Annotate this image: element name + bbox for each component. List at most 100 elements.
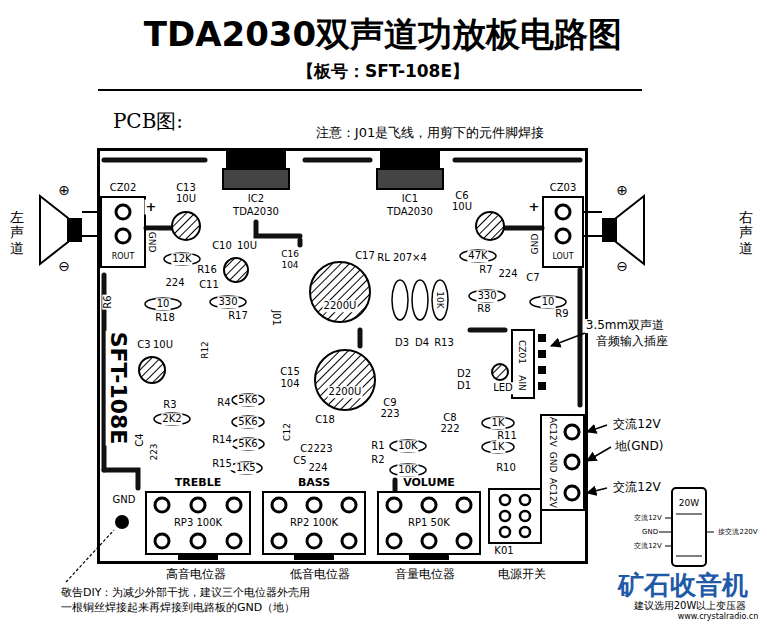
callout-label: 电源开关 [497,568,547,582]
resistor-symbol [390,464,426,476]
potentiometer-pin [457,498,471,512]
potentiometer-pin [307,534,321,548]
node-heading: 2200U [328,386,363,398]
part-label: C5 [292,455,307,467]
node-value: TDA2030 [386,206,434,218]
part-label: R16 [196,264,218,276]
copper-trace [104,470,138,488]
part-label: GND [548,451,558,474]
terminal-polarity: ⊖ [57,258,71,274]
part-label: 10U [451,201,473,213]
part-label: C15 [279,366,301,378]
part-label: 2K2 [161,413,182,425]
output-connector: CZ02ROUT [100,182,146,268]
part-label: R11 [496,430,518,442]
part-label: 10U [152,339,174,351]
part-label: 1K [491,417,506,429]
screw-terminal [556,229,570,243]
leader-line [587,488,607,493]
screw-terminal [565,486,579,500]
title-rule [98,89,642,91]
part-label: 10K [397,464,418,476]
capacitor-symbol [476,212,504,240]
part-label: R3 [162,399,177,411]
capacitor-symbol [492,364,508,380]
part-label: 223 [379,408,400,420]
part-label: C10 [211,240,233,252]
potentiometer: BASSRP2 100K [262,476,366,558]
part-label: AC12V [548,477,558,509]
speaker-magnet [68,218,82,242]
part-label: 5K6 [237,394,258,406]
note: 一根铜丝焊接起来再焊接到电路板的GND（地） [60,602,296,615]
transformer-label: GND [641,528,659,536]
node-value: 2200U [323,300,358,312]
speaker-cone [616,196,644,264]
potentiometer-pin [155,534,169,548]
leader-line [587,447,611,461]
part-label: + [528,200,541,215]
part-label: C12 [282,422,292,442]
part-label: R17 [227,310,249,322]
part-label: D3 [394,337,410,349]
part-label: 5K6 [237,416,258,428]
part-label: + [145,200,158,215]
note: 注意：J01是飞线，用剪下的元件脚焊接 [315,126,545,141]
potentiometer-pin [191,498,205,512]
amplifier-ic-outline [376,168,444,190]
part-label: GND [112,494,137,506]
speaker-wire [595,211,602,213]
jack-pin [538,382,546,390]
copper-trace [104,158,205,163]
callout-label: 交流12V [612,481,661,495]
node-heading: SFT-108E [105,331,130,446]
transformer-wire [665,518,672,519]
part-label: D2 [456,368,472,380]
resistor-symbol [530,296,566,308]
part-label: 330 [476,290,497,302]
resistor-symbol [164,253,200,265]
part-label: 224 [497,268,518,280]
diagram-title: TDA2030双声道功放板电路图 [143,15,623,54]
screw-terminal [116,205,130,219]
transformer-line [676,514,702,515]
speaker-cone [40,196,68,264]
part-label: C8 [442,412,457,424]
switch-pin [520,495,530,505]
capacitor-body [315,350,375,410]
part-label: 10 [541,296,556,308]
potentiometer-tab [178,555,218,560]
amplifier-ic: IC1TDA2030 [376,168,444,222]
heatsink-tab [380,150,440,168]
part-label: R8 [476,303,491,315]
callout-label: 低音电位器 [289,568,351,582]
potentiometer-pin [191,534,205,548]
resistor-symbol [390,440,426,452]
watermark-url: www.crystalradio.cn [677,612,760,621]
potentiometer-pin [457,534,471,548]
potentiometer-pin [272,498,286,512]
part-label: GND [530,233,540,256]
part-label: AIN [517,374,527,392]
node-value: RP2 100K [289,517,339,529]
jack-pin [538,350,546,358]
note: 建议选用20W以上变压器 [633,600,748,612]
copper-trace [470,328,505,333]
part-label: 5K6 [237,438,258,450]
resistor-symbol [154,413,190,425]
potentiometer-pin [387,498,401,512]
part-label: D4 [414,337,430,349]
part-label: C3 [136,339,151,351]
copper-trace [305,158,370,163]
switch-pin [500,495,510,505]
part-label: 10 [156,298,171,310]
part-label: R7 [478,264,493,276]
terminal-polarity: ⊕ [57,182,71,198]
callout-label: 音量电位器 [394,568,456,582]
capacitor-symbol [172,212,200,240]
ic-body [224,170,288,188]
resistor-symbol [482,441,514,453]
power-switch: K01 [488,488,542,558]
callout-label: 高音电位器 [165,568,227,582]
